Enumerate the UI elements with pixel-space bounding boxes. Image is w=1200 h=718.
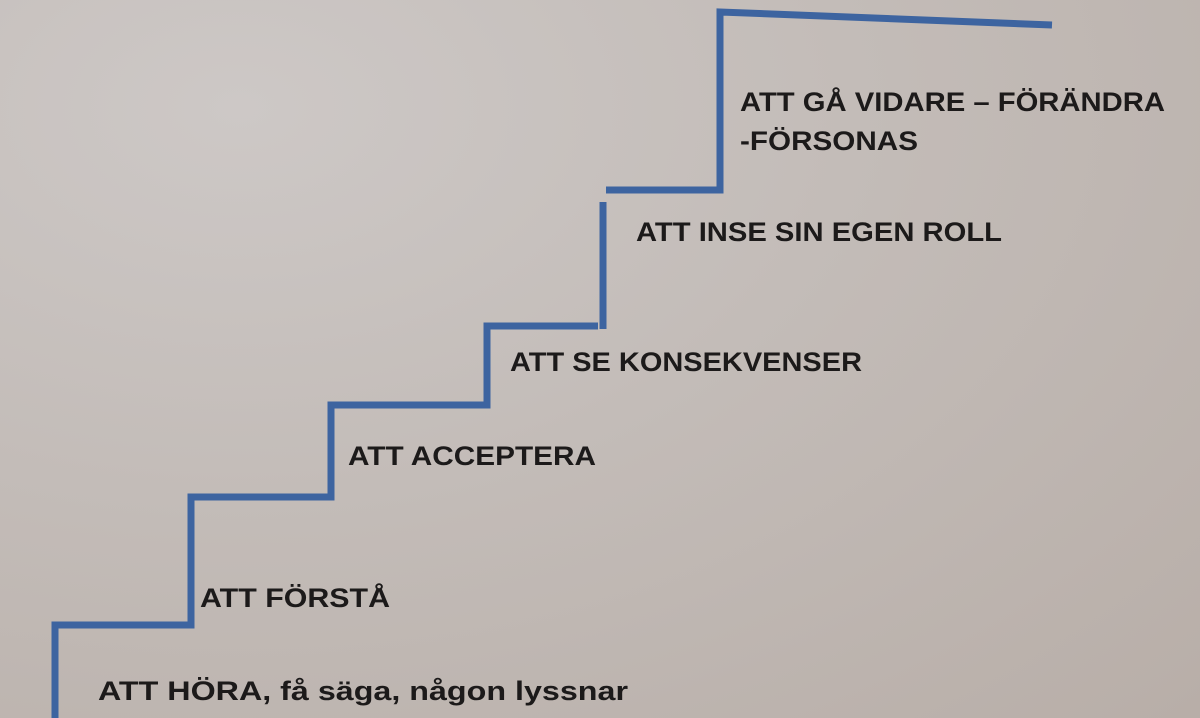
step-5-label: ATT INSE SIN EGEN ROLL <box>636 217 1002 247</box>
step-2-label: ATT FÖRSTÅ <box>200 582 390 613</box>
step-1-label: ATT HÖRA, få säga, någon lyssnar <box>98 676 629 706</box>
stair-line-lower <box>51 322 598 718</box>
step-6-label: ATT GÅ VIDARE – FÖRÄNDRA <box>740 86 1165 117</box>
step-3-label: ATT ACCEPTERA <box>348 441 596 471</box>
step-4-label: ATT SE KONSEKVENSER <box>510 347 862 377</box>
step-6-label-line2: -FÖRSONAS <box>740 126 918 156</box>
stair-line-upper <box>606 8 1053 194</box>
